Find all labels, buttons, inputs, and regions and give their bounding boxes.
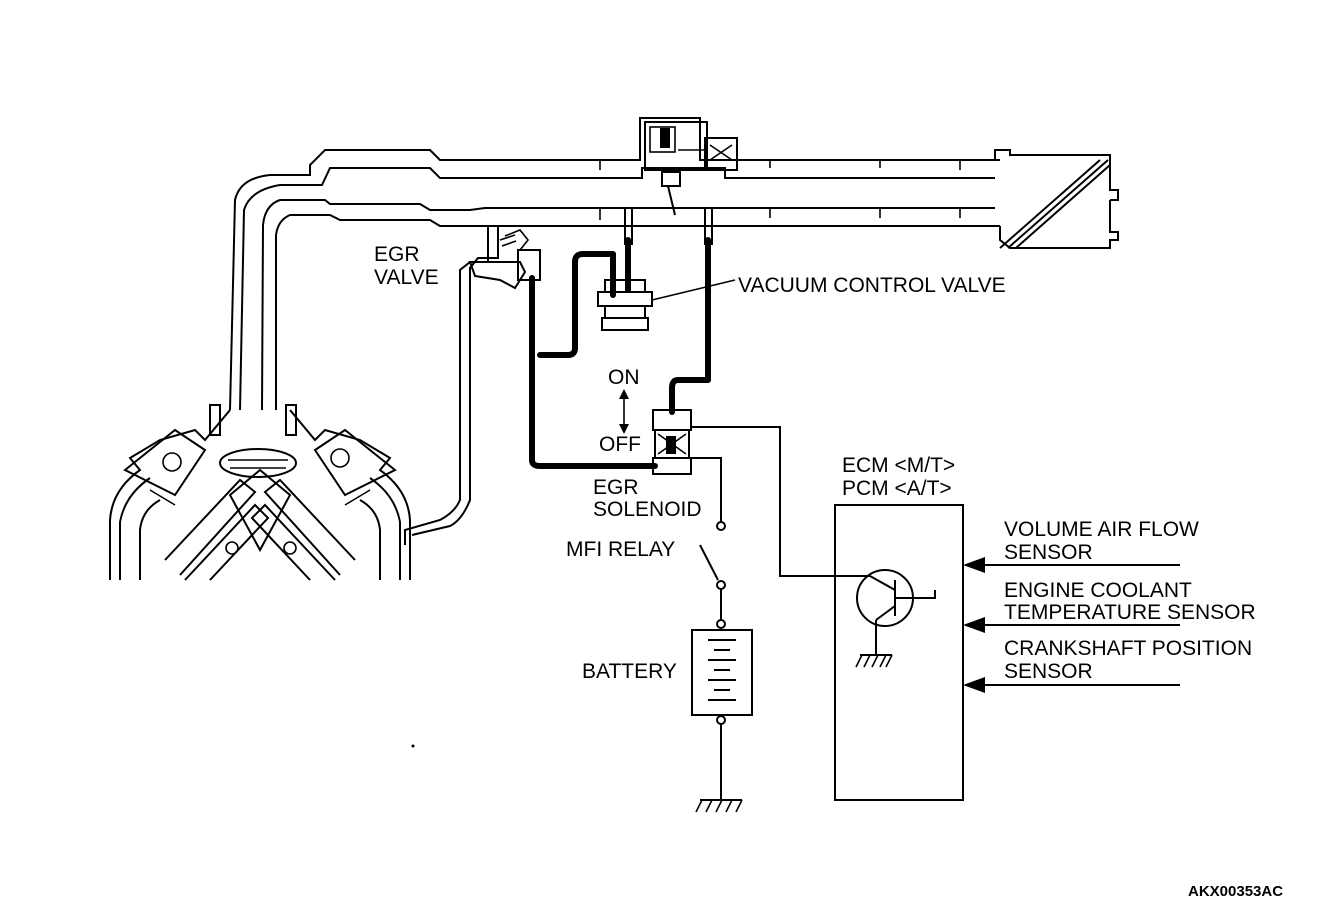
input-arrow-icon (963, 617, 985, 633)
figure-code: AKX00353AC (1188, 883, 1283, 900)
battery-label: BATTERY (582, 660, 677, 683)
mfi-relay-label: MFI RELAY (566, 538, 675, 561)
on-label: ON (608, 366, 640, 389)
egr-solenoid-label-1: EGR (593, 476, 639, 499)
input-arrow-icon (963, 677, 985, 693)
battery-ground-icon (695, 799, 743, 813)
ecm-ground-icon (855, 654, 893, 668)
battery (691, 629, 753, 800)
mfi-relay-switch (699, 544, 719, 581)
vacuum-control-valve (597, 279, 736, 331)
transistor-icon (856, 569, 936, 655)
ecm-pcm-box (834, 504, 964, 801)
crankshaft-position-label-2: SENSOR (1004, 660, 1093, 683)
input-arrow-icon (963, 557, 985, 573)
intake-manifold (229, 117, 1119, 411)
egr-valve-label-1: EGR (374, 243, 420, 266)
ecm-label: ECM <M/T> (842, 454, 955, 477)
electrical-wiring (691, 426, 870, 629)
volume-air-flow-label-1: VOLUME AIR FLOW (1004, 518, 1199, 541)
vacuum-hoses (529, 237, 711, 469)
crankshaft-position-label-1: CRANKSHAFT POSITION (1004, 637, 1252, 660)
engine-coolant-label-2: TEMPERATURE SENSOR (1004, 601, 1256, 624)
engine-coolant-label-1: ENGINE COOLANT (1004, 579, 1192, 602)
vacuum-control-valve-label: VACUUM CONTROL VALVE (738, 274, 1006, 297)
egr-solenoid (652, 409, 692, 475)
volume-air-flow-label-2: SENSOR (1004, 541, 1093, 564)
egr-solenoid-label-2: SOLENOID (593, 498, 702, 521)
egr-valve-label-2: VALVE (374, 266, 439, 289)
off-label: OFF (599, 433, 641, 456)
on-off-arrow-icon (619, 389, 629, 434)
engine (109, 404, 411, 581)
sensor-input-arrows (963, 557, 1180, 693)
pcm-label: PCM <A/T> (842, 477, 952, 500)
